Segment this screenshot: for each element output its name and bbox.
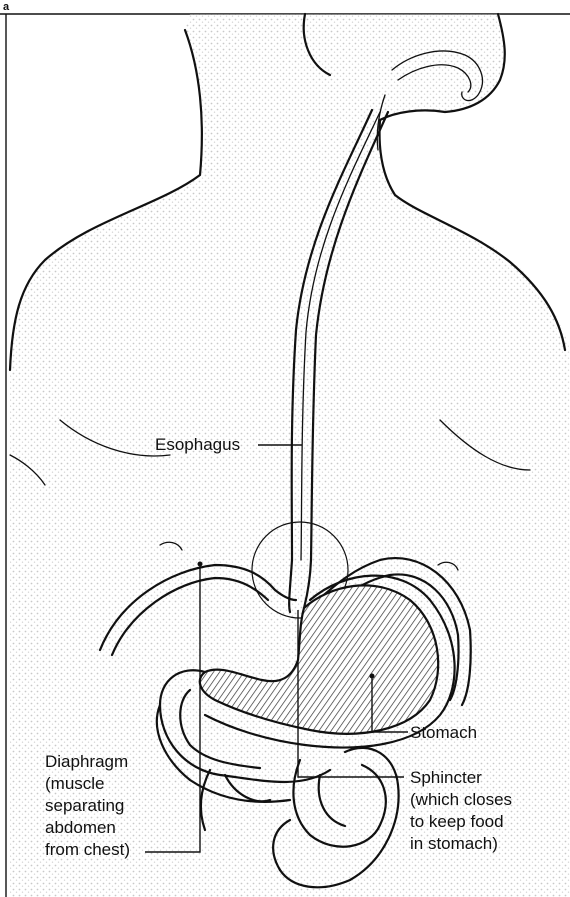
label-esophagus: Esophagus	[155, 435, 240, 454]
diaphragm-leader-dot	[198, 562, 203, 567]
label-diaphragm-line-2: (muscle	[45, 774, 105, 793]
label-sphincter-line-2: (which closes	[410, 790, 512, 809]
label-stomach: Stomach	[410, 723, 477, 742]
corner-mark: a	[3, 1, 10, 13]
label-diaphragm-block: Diaphragm (muscle separating abdomen fro…	[45, 752, 130, 859]
label-sphincter-line-1: Sphincter	[410, 768, 482, 787]
label-diaphragm-line-1: Diaphragm	[45, 752, 128, 771]
label-diaphragm-line-5: from chest)	[45, 840, 130, 859]
stomach-leader-dot	[370, 674, 375, 679]
label-sphincter-line-3: to keep food	[410, 812, 504, 831]
label-diaphragm-line-3: separating	[45, 796, 124, 815]
label-diaphragm-line-4: abdomen	[45, 818, 116, 837]
label-sphincter-line-4: in stomach)	[410, 834, 498, 853]
